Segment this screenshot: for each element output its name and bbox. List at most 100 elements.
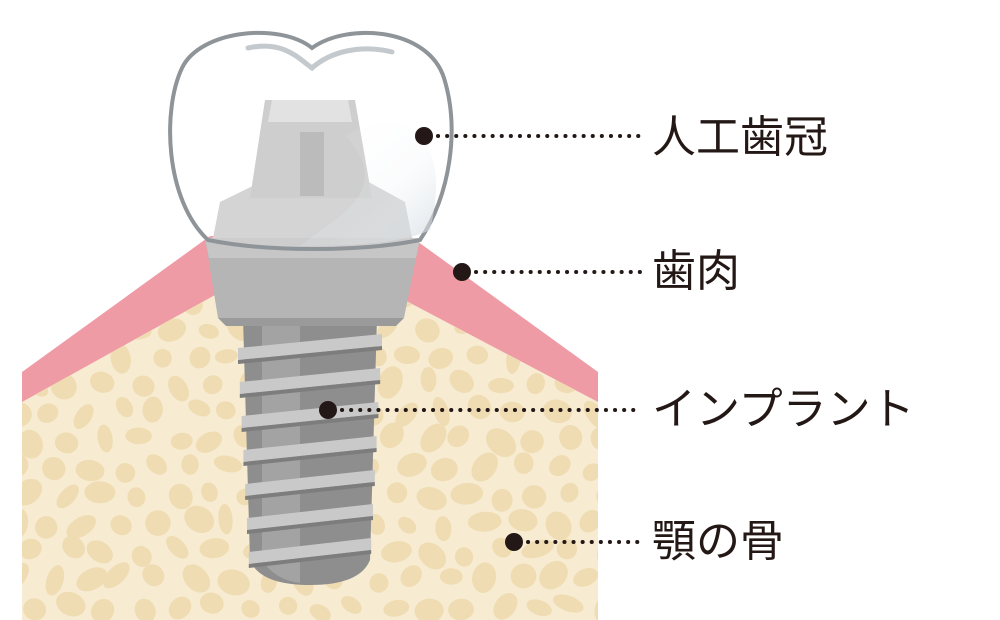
bone-cell (493, 593, 518, 620)
screw-thread-shadow (248, 550, 372, 568)
bone-cell (22, 538, 42, 560)
bone-cell (134, 598, 156, 620)
screw-thread-shadow (238, 346, 382, 364)
screw-thread-shadow (239, 380, 381, 398)
bone-cell (491, 488, 513, 512)
label-jawbone: 顎の骨 (652, 516, 784, 567)
bone-cell (90, 598, 115, 620)
bone-cell (22, 562, 29, 592)
bone-cell (341, 596, 362, 614)
bone-cell (189, 346, 211, 369)
bone-cell (75, 459, 105, 482)
bone-cell (115, 463, 136, 483)
leader-lines (319, 127, 644, 551)
bone-cell (168, 375, 189, 402)
bone-cell (157, 318, 187, 342)
bone-cell (145, 510, 171, 536)
bone-cell (526, 599, 552, 617)
screw-thread (247, 504, 373, 530)
bone-cell (552, 594, 584, 613)
bone-cell (548, 455, 571, 477)
bone-cell (23, 598, 47, 620)
bone-cell (62, 535, 85, 559)
bone-cell (520, 430, 544, 454)
bone-cell (439, 568, 463, 585)
bone-cell (22, 321, 46, 339)
bone-cell (467, 394, 492, 420)
bone-cell (131, 545, 152, 567)
bone-cell (488, 378, 514, 394)
bone-cell (181, 454, 199, 475)
bone-cell (379, 422, 404, 449)
bone-cell (415, 318, 440, 343)
bone-cell (201, 482, 218, 502)
bone-cell (449, 369, 474, 393)
screw-thread (238, 334, 382, 360)
bone-cell (428, 347, 454, 369)
screw-thread-shadow (241, 414, 379, 432)
bone-cell (153, 348, 172, 368)
bone-cell (499, 401, 525, 423)
bone-cell (76, 567, 108, 592)
bone-cell (22, 295, 23, 311)
leader-jawbone-dot (505, 533, 523, 551)
bone-cell (110, 515, 132, 536)
gum-tissue (22, 236, 598, 440)
bone-cell (590, 426, 598, 451)
bone-cell (400, 565, 422, 587)
screw-thread-shadow (245, 482, 375, 500)
screw-thread (239, 368, 381, 394)
bone-cell (56, 591, 86, 617)
bone-cell (420, 423, 447, 453)
bone-cell (513, 452, 534, 474)
bone-cell (213, 455, 243, 473)
bone-cell (579, 509, 598, 533)
artificial-crown (168, 30, 454, 251)
bone-cell (22, 429, 43, 459)
bone-cell (393, 345, 421, 365)
bone-cell (199, 592, 224, 614)
label-gum: 歯肉 (652, 246, 740, 297)
bone-cell (37, 403, 59, 423)
bone-cell (75, 295, 91, 318)
bone-cell (509, 295, 533, 308)
bone-cell (97, 424, 113, 453)
bone-cell (166, 535, 189, 559)
bone-cell (397, 516, 417, 534)
bone-cell (202, 375, 223, 395)
bone-cell (466, 345, 489, 365)
screw-thread (248, 538, 372, 564)
bone-cell (170, 432, 193, 450)
bone-cell (103, 562, 130, 589)
bone-cell (603, 369, 621, 393)
bone-cell (56, 484, 79, 509)
bone-cell (241, 600, 260, 618)
bone-cell (142, 396, 163, 423)
bone-cell (110, 343, 131, 374)
abutment (205, 238, 420, 326)
bone-cell (188, 399, 211, 417)
screw-thread-shadow (243, 448, 377, 466)
bone-cell (583, 400, 598, 430)
screw-thread-shadow (247, 516, 373, 534)
bone-cell (467, 511, 502, 532)
bone-cell (45, 565, 65, 596)
bone-cell (309, 604, 331, 620)
bone-cell (125, 427, 152, 445)
implant-fixture (238, 318, 382, 585)
bone-cell (447, 425, 470, 448)
bone-cell (22, 508, 29, 540)
bone-cell (435, 516, 452, 542)
bone-cell (184, 505, 215, 533)
bone-cell (127, 487, 146, 508)
bone-cell (573, 568, 598, 587)
bone-cell (395, 402, 419, 427)
bone-cell (386, 482, 408, 504)
bone-cell (198, 323, 219, 339)
bone-cell (472, 562, 497, 593)
bone-cell (430, 457, 458, 482)
bone-cell (89, 371, 115, 393)
bone-cell (146, 454, 167, 475)
leader-gum-dot (453, 263, 471, 281)
